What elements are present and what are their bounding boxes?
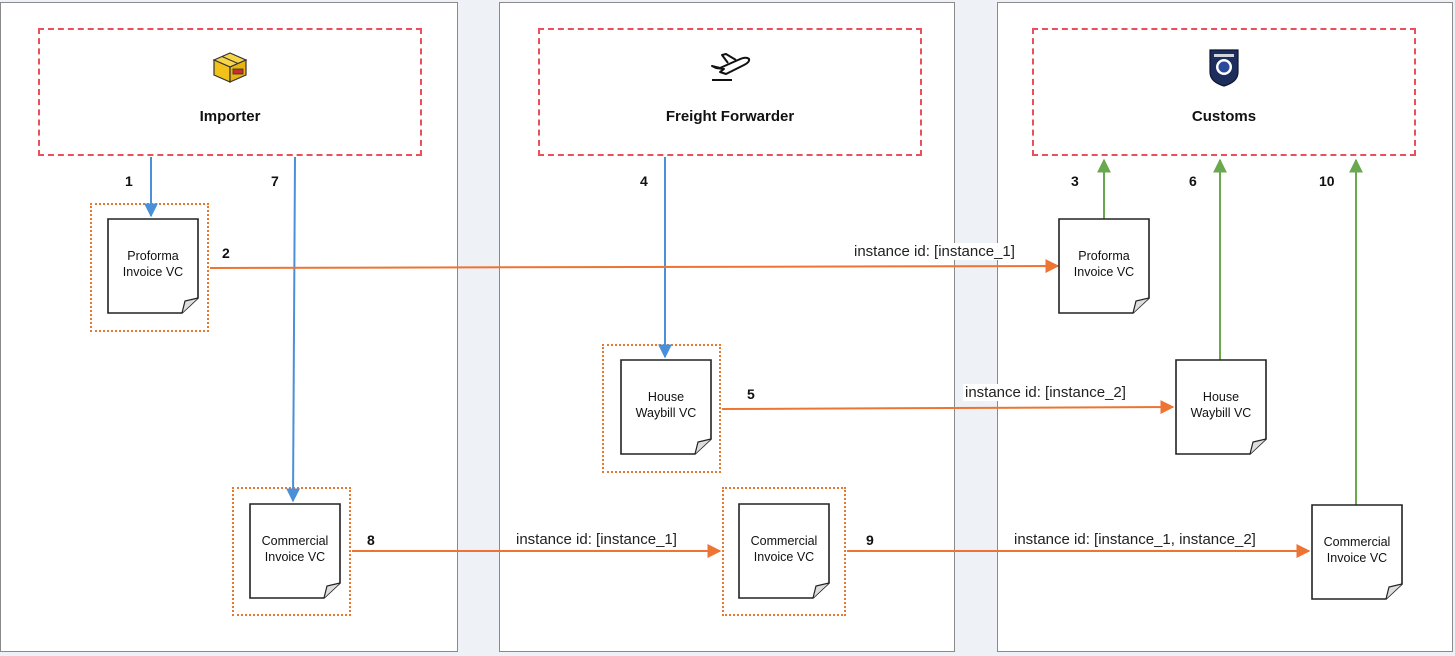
edge-label-8: instance id: [instance_1]: [514, 531, 679, 548]
doc-label: Commercial Invoice VC: [1323, 535, 1391, 565]
step-8: 8: [367, 532, 375, 548]
actor-label-freight-forwarder: Freight Forwarder: [665, 108, 795, 125]
edge-label-5: instance id: [instance_2]: [963, 384, 1128, 401]
edge-label-2: instance id: [instance_1]: [852, 243, 1017, 260]
edge-label-9: instance id: [instance_1, instance_2]: [1012, 531, 1258, 548]
step-7: 7: [271, 173, 279, 189]
doc-customs-commercial: Commercial Invoice VC: [1311, 504, 1403, 600]
actor-label-importer: Importer: [199, 108, 261, 125]
doc-label: Commercial Invoice VC: [261, 534, 329, 564]
step-5: 5: [747, 386, 755, 402]
doc-customs-proforma: Proforma Invoice VC: [1058, 218, 1150, 314]
edge-7: [286, 156, 301, 503]
step-6: 6: [1189, 173, 1197, 189]
step-10: 10: [1319, 173, 1335, 189]
doc-forwarder-commercial: Commercial Invoice VC: [738, 503, 830, 599]
doc-label: House Waybill VC: [635, 390, 697, 420]
airplane-icon: [706, 46, 754, 91]
customs-badge-icon: [1204, 46, 1244, 93]
edge-5: [721, 400, 1175, 415]
actor-label-customs: Customs: [1191, 108, 1257, 125]
actor-importer: Importer: [38, 28, 422, 156]
credential-group-forwarder-commercial: [722, 487, 846, 616]
step-2: 2: [222, 245, 230, 261]
doc-customs-waybill: House Waybill VC: [1175, 359, 1267, 455]
doc-importer-proforma: Proforma Invoice VC: [107, 218, 199, 314]
credential-group-importer-commercial: [232, 487, 351, 616]
actor-customs: Customs: [1032, 28, 1416, 156]
actor-freight-forwarder: Freight Forwarder: [538, 28, 922, 156]
package-icon: [210, 46, 250, 91]
step-4: 4: [640, 173, 648, 189]
edge-2: [209, 259, 1060, 274]
step-3: 3: [1071, 173, 1079, 189]
doc-label: House Waybill VC: [1190, 390, 1252, 420]
doc-importer-commercial: Commercial Invoice VC: [249, 503, 341, 599]
step-1: 1: [125, 173, 133, 189]
doc-label: Commercial Invoice VC: [750, 534, 818, 564]
step-9: 9: [866, 532, 874, 548]
doc-forwarder-waybill: House Waybill VC: [620, 359, 712, 455]
doc-label: Proforma Invoice VC: [122, 249, 184, 279]
doc-label: Proforma Invoice VC: [1073, 249, 1135, 279]
